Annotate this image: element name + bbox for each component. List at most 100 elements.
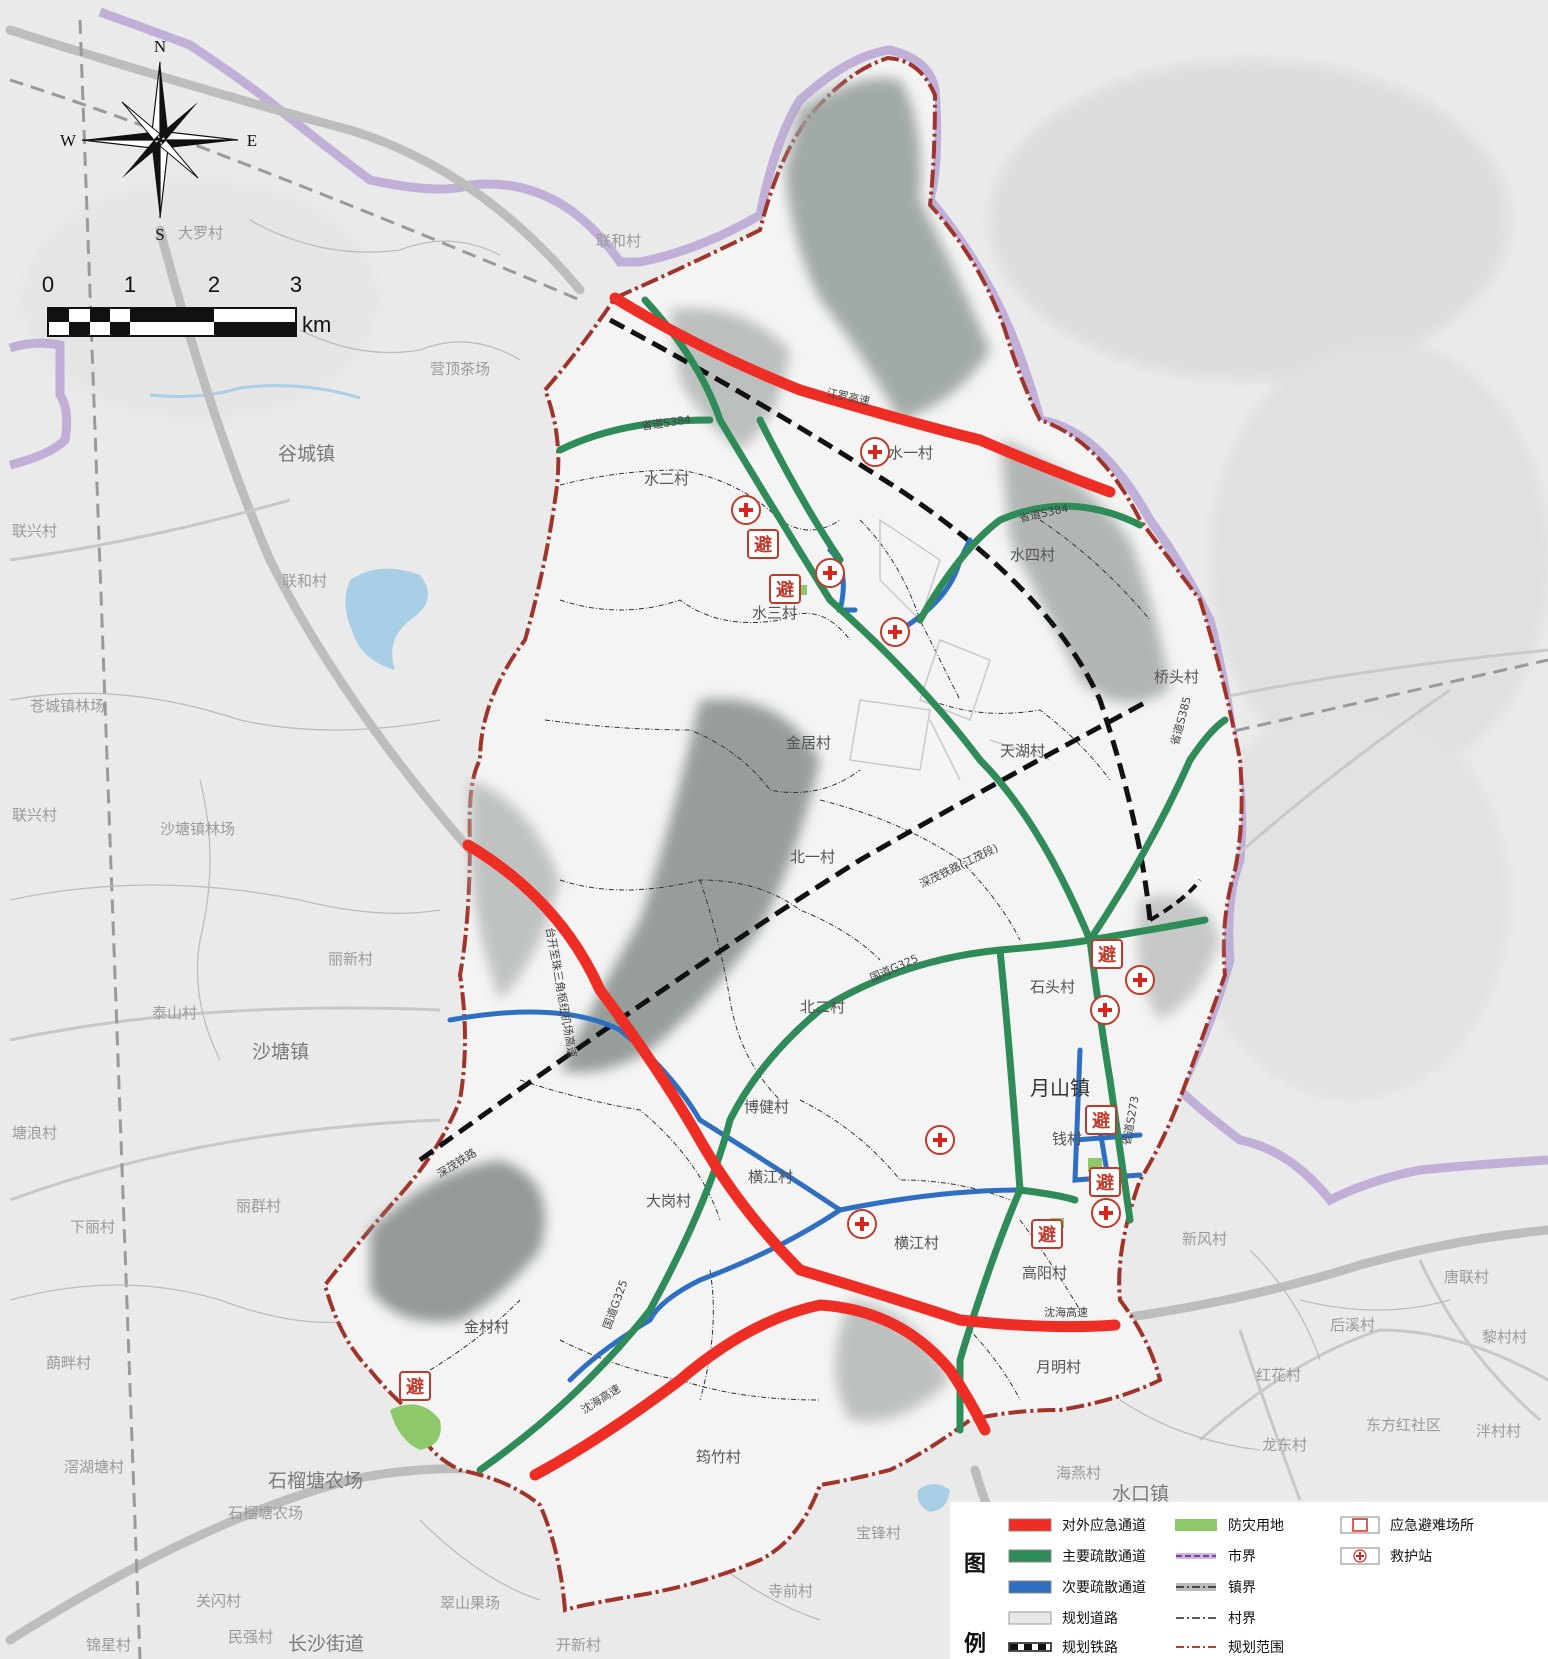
- legend-label: 应急避难场所: [1390, 1518, 1474, 1534]
- mountain-terrain: [370, 78, 1220, 1422]
- legend-label: 规划道路: [1062, 1611, 1118, 1627]
- village-label: 后溪村: [1330, 1316, 1375, 1334]
- village-label: 石榴塘农场: [228, 1504, 303, 1522]
- village-label: 唐联村: [1444, 1268, 1489, 1286]
- village-label: 开新村: [556, 1636, 601, 1654]
- scale-tick: 1: [124, 272, 136, 297]
- village-label: 北二村: [800, 998, 845, 1016]
- legend-swatch: [1008, 1580, 1052, 1594]
- village-label: 泮村村: [1476, 1422, 1521, 1440]
- village-label: 黎村村: [1482, 1328, 1527, 1346]
- legend-item-planned-railway: 规划铁路: [1008, 1636, 1118, 1658]
- legend-label: 防灾用地: [1228, 1518, 1284, 1534]
- village-label: 宝锋村: [856, 1524, 901, 1542]
- village-label: 东方红社区: [1366, 1416, 1441, 1434]
- svg-text:避: 避: [1098, 944, 1116, 966]
- legend-swatch: [1176, 1617, 1216, 1619]
- svg-text:避: 避: [1092, 1110, 1110, 1132]
- compass-w: W: [60, 131, 77, 150]
- first-aid-station-icon[interactable]: [880, 617, 910, 647]
- legend-item-disaster-land: 防灾用地: [1174, 1514, 1284, 1536]
- first-aid-station-icon[interactable]: [731, 495, 761, 525]
- village-label: 水一村: [888, 444, 933, 462]
- village-label: 金居村: [786, 734, 831, 752]
- road-label: 省道S384: [640, 412, 691, 433]
- compass-s: S: [155, 225, 164, 244]
- village-label: 沙塘镇林场: [160, 820, 235, 838]
- terrain-shading: [20, 60, 1548, 1100]
- shelter-marker[interactable]: 避: [1089, 1167, 1121, 1197]
- legend-item-city-boundary: 市界: [1174, 1545, 1256, 1567]
- town-label: 谷城镇: [278, 443, 335, 465]
- village-label: 联和村: [282, 572, 327, 590]
- legend-label: 次要疏散通道: [1062, 1580, 1146, 1596]
- village-label: 丽群村: [236, 1197, 281, 1215]
- first-aid-station-icon[interactable]: [1090, 995, 1120, 1025]
- legend-label: 规划铁路: [1062, 1640, 1118, 1656]
- legend-item-external-route: 对外应急通道: [1008, 1514, 1146, 1536]
- first-aid-station-icon[interactable]: [1091, 1198, 1121, 1228]
- village-label: 龙东村: [1262, 1436, 1307, 1454]
- legend-swatch: [1176, 1646, 1216, 1648]
- first-aid-station-icon[interactable]: [847, 1209, 877, 1239]
- village-label: 翠山果场: [440, 1594, 500, 1612]
- shelter-marker[interactable]: 避: [1085, 1105, 1117, 1135]
- legend-swatch: [1176, 1583, 1216, 1591]
- village-label: 博健村: [744, 1098, 789, 1116]
- village-label: 桥头村: [1154, 668, 1199, 686]
- first-aid-stations: [731, 437, 1155, 1239]
- legend-item-main-route: 主要疏散通道: [1008, 1545, 1146, 1567]
- legend-label: 市界: [1228, 1549, 1256, 1565]
- legend-item-village-boundary: 村界: [1174, 1607, 1256, 1629]
- village-label: 蓢畔村: [46, 1354, 91, 1372]
- legend-swatch: [1008, 1611, 1052, 1625]
- shelter-icon: [1340, 1516, 1380, 1534]
- inside-village-labels: 水一村 水二村 水三村 水四村 桥头村 金居村 天湖村 北一村 北二村 石头村 …: [464, 444, 1199, 1466]
- legend-label: 规划范围: [1228, 1640, 1284, 1656]
- town-label: 长沙街道: [288, 1633, 364, 1655]
- scale-tick: 3: [290, 272, 302, 297]
- shelter-marker[interactable]: 避: [747, 529, 779, 559]
- village-label: 筠竹村: [696, 1448, 741, 1466]
- village-label: 新风村: [1182, 1230, 1227, 1248]
- village-label: 寺前村: [768, 1582, 813, 1600]
- village-label: 月明村: [1036, 1358, 1081, 1376]
- village-label: 红花村: [1256, 1366, 1301, 1384]
- river-west: [149, 384, 361, 400]
- village-label: 泰山村: [152, 1004, 197, 1022]
- village-label: 横江村: [894, 1234, 939, 1252]
- first-aid-station-icon[interactable]: [1125, 965, 1155, 995]
- town-label: 月山镇: [1030, 1076, 1090, 1100]
- svg-text:避: 避: [1096, 1172, 1114, 1194]
- scale-tick: 0: [42, 272, 54, 297]
- legend: 图 例 对外应急通道 主要疏散通道 次要疏散通道 规划道路 规划铁路 防灾用地 …: [950, 1502, 1548, 1659]
- road-label: 沈海高速: [1044, 1305, 1088, 1319]
- svg-text:避: 避: [754, 534, 772, 556]
- planned-railways: [418, 317, 1202, 1163]
- village-label: 联和村: [596, 232, 641, 250]
- main-evacuation-routes: [476, 296, 1229, 1474]
- legend-swatch: [1175, 1519, 1217, 1531]
- svg-text:避: 避: [776, 579, 794, 601]
- shelter-marker[interactable]: 避: [399, 1371, 431, 1401]
- compass-n: N: [154, 37, 166, 56]
- town-labels: 谷城镇 沙塘镇 月山镇 水口镇 长沙街道 石榴塘农场: [252, 443, 1169, 1655]
- village-label: 钱村: [1052, 1130, 1082, 1148]
- legend-item-secondary-route: 次要疏散通道: [1008, 1576, 1146, 1598]
- svg-text:避: 避: [1038, 1224, 1056, 1246]
- first-aid-station-icon[interactable]: [925, 1125, 955, 1155]
- village-label: 营顶茶场: [430, 360, 490, 378]
- shelter-marker[interactable]: 避: [1031, 1219, 1063, 1249]
- village-label: 联兴村: [12, 522, 57, 540]
- village-label: 海燕村: [1056, 1464, 1101, 1482]
- legend-swatch: [1008, 1518, 1052, 1532]
- first-aid-station-icon[interactable]: [815, 558, 845, 588]
- shelter-marker[interactable]: 避: [769, 574, 801, 604]
- legend-item-planned-road: 规划道路: [1008, 1607, 1118, 1629]
- legend-title-2: 例: [964, 1632, 987, 1657]
- village-label: 高阳村: [1022, 1264, 1067, 1282]
- town-label: 沙塘镇: [252, 1041, 309, 1063]
- first-aid-station-icon[interactable]: [860, 437, 890, 467]
- shelter-marker[interactable]: 避: [1091, 939, 1123, 969]
